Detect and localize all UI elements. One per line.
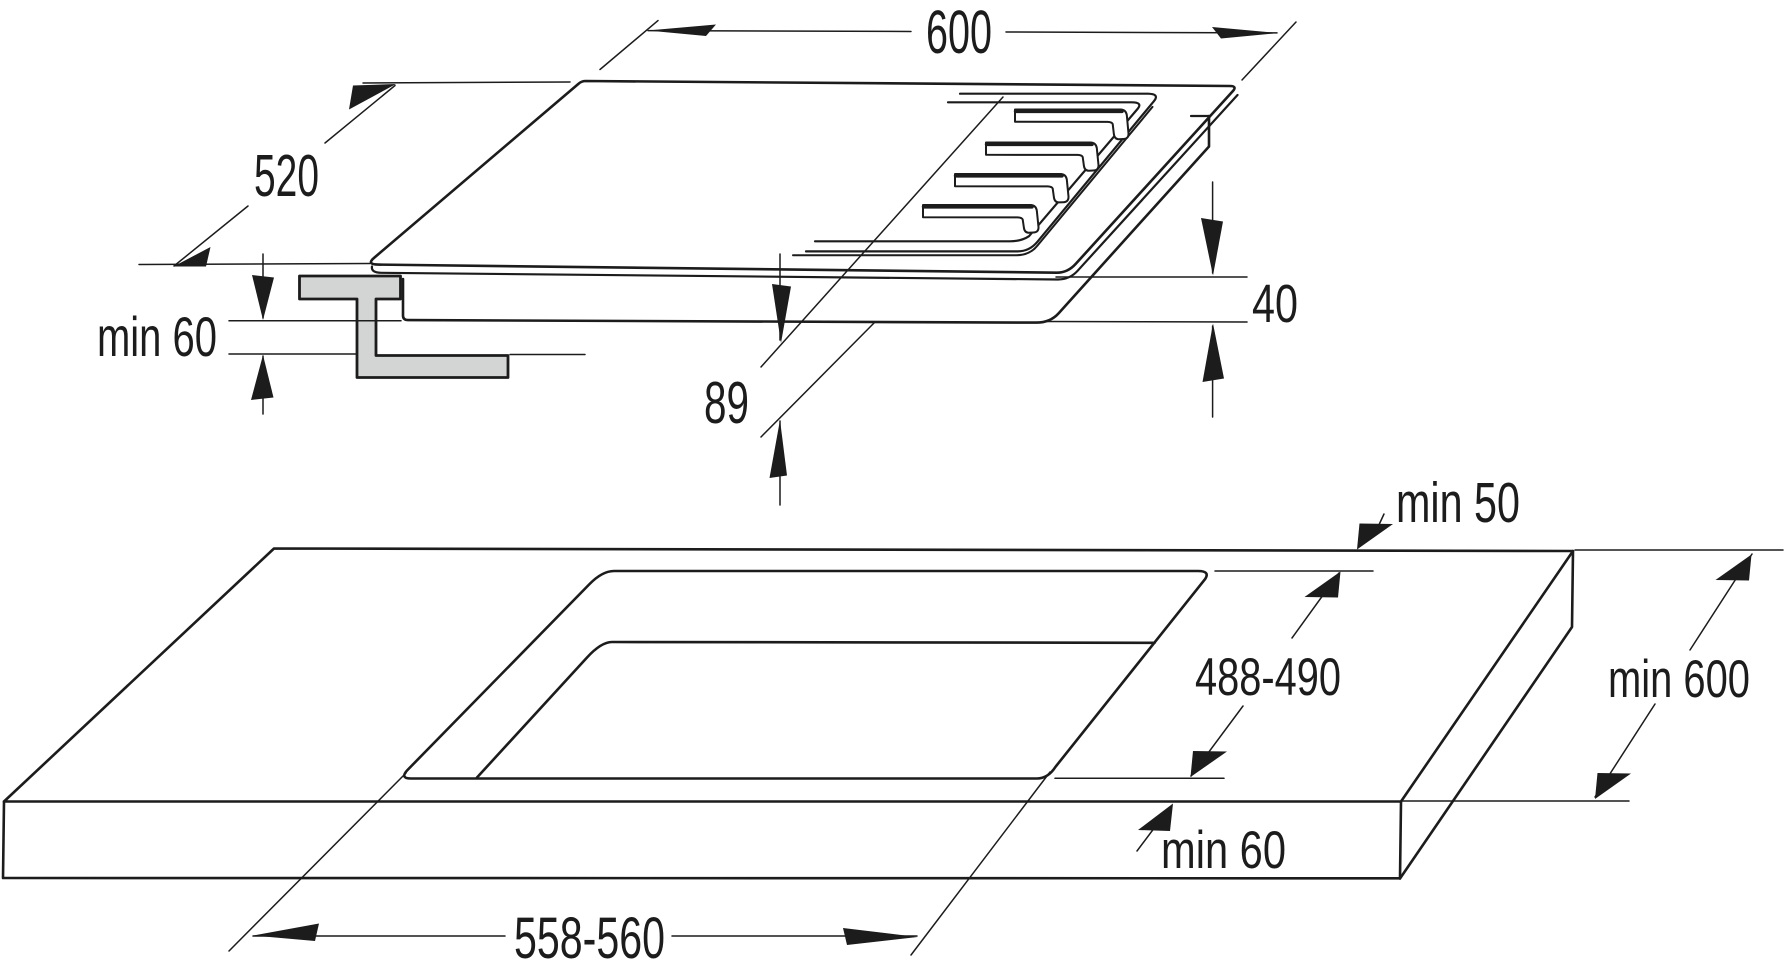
svg-text:89: 89 bbox=[704, 370, 749, 436]
svg-text:488-490: 488-490 bbox=[1195, 648, 1341, 707]
svg-text:600: 600 bbox=[926, 0, 992, 66]
svg-text:558-560: 558-560 bbox=[514, 906, 665, 971]
svg-text:40: 40 bbox=[1252, 274, 1298, 334]
svg-text:min 60: min 60 bbox=[97, 305, 217, 368]
svg-text:min 600: min 600 bbox=[1608, 650, 1750, 709]
svg-text:min 50: min 50 bbox=[1396, 471, 1520, 535]
svg-text:min 60: min 60 bbox=[1161, 821, 1286, 880]
svg-text:520: 520 bbox=[254, 143, 319, 209]
